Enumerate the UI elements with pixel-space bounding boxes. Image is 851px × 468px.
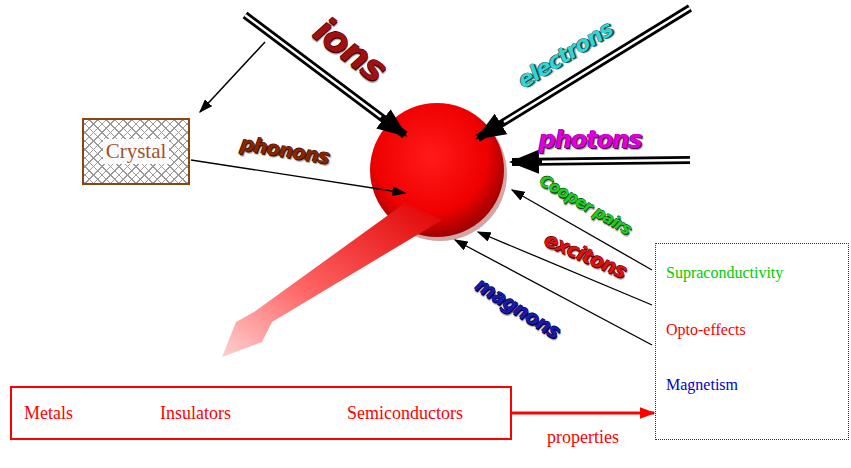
- node-text: Supraconductivity: [666, 264, 783, 282]
- node-text: Crystal: [103, 139, 170, 164]
- materials-box: Metals Insulators Semiconductors: [10, 386, 512, 440]
- particle-label: phonons: [239, 132, 331, 168]
- quill-arrow: [222, 203, 442, 357]
- electrons-arrow-inner: [504, 8, 690, 122]
- crystal-box: Crystal: [82, 118, 190, 185]
- particle-label: ions: [306, 10, 394, 90]
- photons-arrow-inner: [542, 160, 690, 162]
- node-text: Opto-effects: [666, 321, 746, 339]
- magnons-arrow: [455, 240, 652, 345]
- particle-label: magnons: [472, 273, 565, 342]
- particle-label: photons: [538, 127, 641, 153]
- node-text: Semiconductors: [347, 403, 463, 424]
- phonons-arrow: [191, 160, 405, 193]
- properties-arrow: [512, 412, 654, 415]
- particle-label: electrons: [513, 17, 617, 93]
- ions-to-crystal-arrow: [200, 42, 265, 112]
- edge-label: properties: [545, 427, 621, 448]
- node-text: Magnetism: [666, 376, 738, 394]
- node-text: Insulators: [160, 403, 231, 424]
- properties-box: SupraconductivityOpto-effectsMagnetism: [655, 243, 849, 440]
- electrons-arrow: [478, 8, 690, 138]
- node-text: Metals: [24, 403, 73, 424]
- photons-arrow: [512, 160, 690, 162]
- particle-label: excitons: [541, 228, 629, 282]
